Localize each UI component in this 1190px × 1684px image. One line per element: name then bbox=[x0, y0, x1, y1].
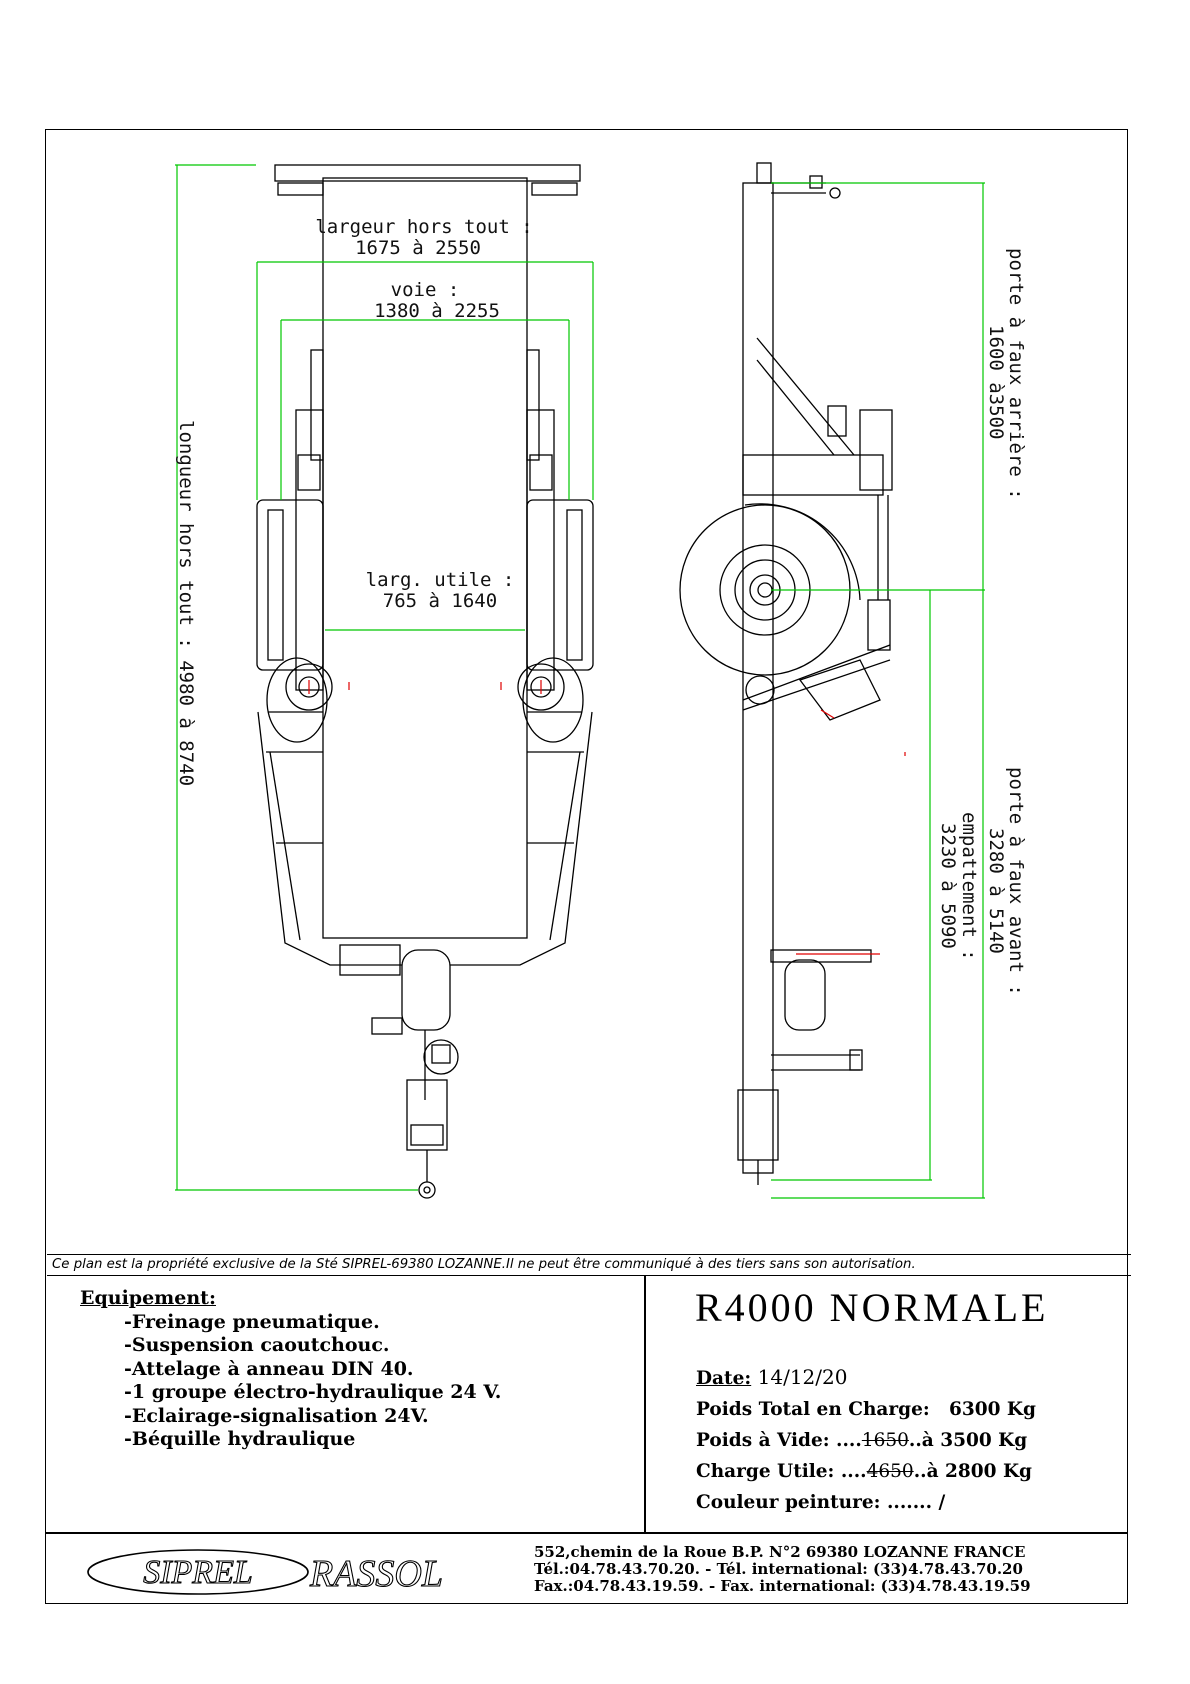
longueur-hors-tout: longueur hors tout : 4980 à 8740 bbox=[175, 420, 197, 786]
poids-vide-struck: 1650 bbox=[861, 1430, 909, 1451]
logo-siprel: SIPREL bbox=[143, 1554, 253, 1591]
equipment-item: -Eclairage-signalisation 24V. bbox=[124, 1404, 429, 1427]
couleur-value: ....... / bbox=[886, 1492, 946, 1513]
specifications: Date: 14/12/20 Poids Total en Charge: 63… bbox=[696, 1362, 1036, 1518]
company-address: 552,chemin de la Roue B.P. N°2 69380 LOZ… bbox=[534, 1544, 1031, 1595]
poids-vide-dots: .... bbox=[836, 1430, 862, 1451]
equipment-item: -1 groupe électro-hydraulique 24 V. bbox=[124, 1381, 502, 1403]
date-row: Date: 14/12/20 bbox=[696, 1362, 1036, 1394]
couleur-row: Couleur peinture: ....... / bbox=[696, 1487, 1036, 1518]
fax-line: Fax.:04.78.43.19.59. - Fax. internationa… bbox=[534, 1577, 1031, 1595]
ownership-notice: Ce plan est la propriété exclusive de la… bbox=[47, 1254, 1131, 1276]
top-view bbox=[256, 164, 594, 1199]
equipment-item: -Freinage pneumatique. bbox=[124, 1310, 380, 1333]
siprel-rassol-logo: SIPREL RASSOL bbox=[87, 1549, 444, 1596]
poids-total-value: 6300 Kg bbox=[949, 1399, 1036, 1420]
date-value: 14/12/20 bbox=[757, 1365, 848, 1389]
footer-divider bbox=[45, 1532, 1128, 1534]
poids-total-label: Poids Total en Charge: bbox=[696, 1399, 930, 1420]
equipment-item: -Attelage à anneau DIN 40. bbox=[124, 1357, 414, 1380]
poids-vide-label: Poids à Vide: bbox=[696, 1430, 830, 1451]
porte-faux-arriere-value: 1600 à3500 bbox=[985, 325, 1007, 439]
date-label: Date: bbox=[696, 1368, 752, 1389]
title-block-divider bbox=[644, 1276, 646, 1532]
porte-faux-avant-label: porte à faux avant : bbox=[1005, 767, 1027, 996]
top-view-markers bbox=[308, 680, 542, 694]
larg-utile-value: 765 à 1640 bbox=[383, 590, 497, 612]
porte-faux-avant-value: 3280 à 5140 bbox=[985, 828, 1007, 954]
voie-value: 1380 à 2255 bbox=[374, 300, 500, 322]
technical-drawing: largeur hors tout : 1675 à 2550 voie : 1… bbox=[175, 162, 1027, 1199]
poids-vide-value: ..à 3500 Kg bbox=[908, 1430, 1028, 1451]
drawing-frame bbox=[45, 129, 1128, 1604]
side-view-dimensions bbox=[771, 182, 985, 1199]
charge-utile-dots: .... bbox=[840, 1461, 867, 1482]
empattement-value: 3230 à 5090 bbox=[937, 823, 959, 949]
equipment-list: Equipement: -Freinage pneumatique. -Susp… bbox=[80, 1287, 501, 1452]
charge-utile-row: Charge Utile: ....4650..à 2800 Kg bbox=[696, 1456, 1036, 1487]
couleur-label: Couleur peinture: bbox=[696, 1492, 881, 1513]
model-title: R4000 NORMALE bbox=[695, 1285, 1049, 1330]
poids-total-row: Poids Total en Charge: 6300 Kg bbox=[696, 1394, 1036, 1425]
porte-faux-arriere-label: porte à faux arrière : bbox=[1005, 248, 1027, 500]
empattement-label: empattement : bbox=[958, 812, 980, 961]
charge-utile-struck: 4650 bbox=[866, 1461, 914, 1482]
top-view-dimensions bbox=[175, 164, 594, 1191]
charge-utile-label: Charge Utile: bbox=[696, 1461, 835, 1482]
equipment-item: -Suspension caoutchouc. bbox=[124, 1334, 390, 1356]
equipment-title: Equipement: bbox=[80, 1287, 216, 1309]
address-line: 552,chemin de la Roue B.P. N°2 69380 LOZ… bbox=[534, 1543, 1026, 1561]
voie-label: voie : bbox=[391, 279, 460, 301]
largeur-value: 1675 à 2550 bbox=[355, 237, 481, 259]
equipment-item: -Béquille hydraulique bbox=[124, 1428, 356, 1450]
poids-vide-row: Poids à Vide: ....1650..à 3500 Kg bbox=[696, 1425, 1036, 1456]
side-view-markers bbox=[796, 709, 906, 955]
charge-utile-value: ..à 2800 Kg bbox=[913, 1461, 1032, 1482]
largeur-label: largeur hors tout : bbox=[315, 216, 532, 238]
phone-line: Tél.:04.78.43.70.20. - Tél. internationa… bbox=[534, 1560, 1023, 1578]
larg-utile-label: larg. utile : bbox=[366, 569, 515, 591]
side-view bbox=[679, 162, 893, 1185]
logo-rassol: RASSOL bbox=[309, 1553, 443, 1595]
